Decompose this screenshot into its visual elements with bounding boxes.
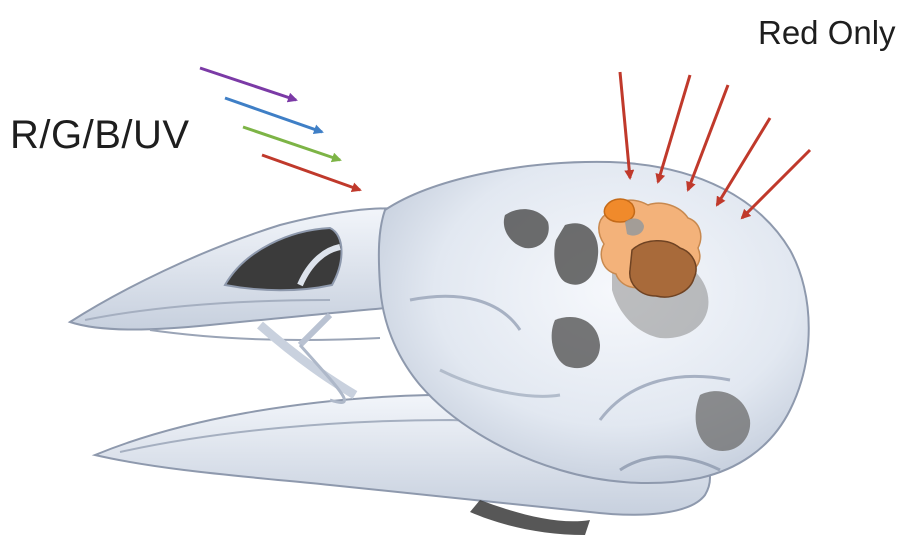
- red-only-arrow: [717, 118, 770, 205]
- blue-arrow: [225, 98, 322, 132]
- broad-spectrum-arrows: [200, 68, 360, 190]
- red-only-arrow: [742, 150, 810, 218]
- pineal-gland: [604, 199, 634, 222]
- red-arrow: [262, 155, 360, 190]
- upper-beak: [70, 208, 420, 340]
- purple-arrow: [200, 68, 296, 100]
- broad-spectrum-label: R/G/B/UV: [10, 115, 190, 155]
- green-arrow: [243, 127, 340, 160]
- jugal-struts: [260, 315, 355, 403]
- red-only-label: Red Only: [758, 16, 896, 49]
- red-only-arrow: [658, 75, 690, 182]
- red-only-arrow: [688, 85, 728, 190]
